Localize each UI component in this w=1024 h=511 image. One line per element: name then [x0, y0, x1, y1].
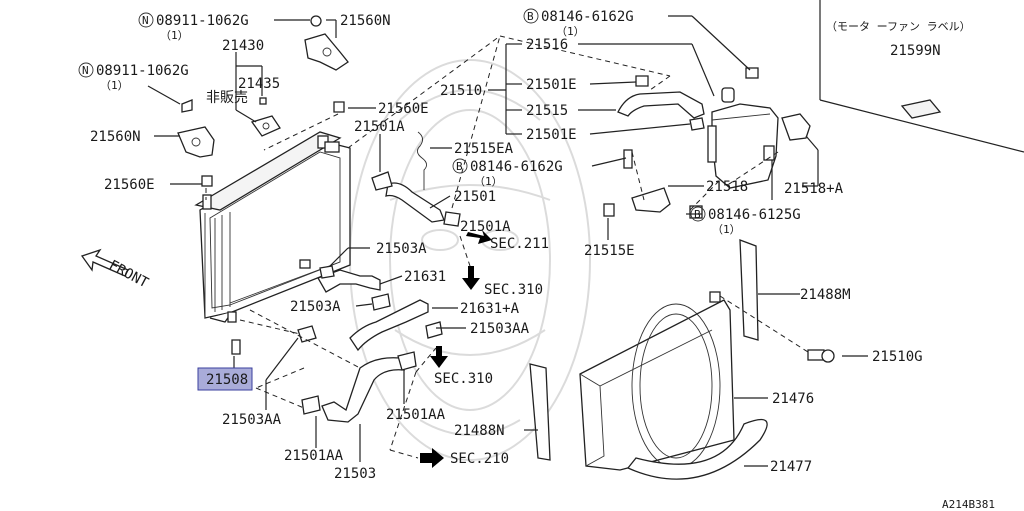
- mount-upper: [304, 15, 349, 113]
- label-clamp-lower-aa: 21501AA: [386, 407, 446, 423]
- label-shroud-lower: 21477: [770, 459, 812, 475]
- label-lower-hose: 21503: [334, 466, 376, 482]
- label-b-bolt-mid-qty: （1）: [474, 175, 503, 188]
- label-clamp-aa-lower: 21503AA: [222, 412, 282, 428]
- label-b-bolt-right-qty: （1）: [712, 223, 741, 236]
- dashed-reference-lines: [205, 35, 809, 459]
- label-mount-upper: 21560N: [340, 13, 391, 29]
- seal-21488N: [529, 363, 551, 461]
- label-grommet-upper: 21560E: [378, 101, 429, 117]
- label-grommet-left: 21560E: [104, 177, 155, 193]
- circled-b-right: B: [694, 208, 701, 221]
- label-sec-211: SEC.211: [490, 236, 549, 252]
- label-sec-210: SEC.210: [450, 451, 509, 467]
- label-n-bolt-left-qty: （1）: [100, 79, 129, 92]
- label-bracket: 21430: [222, 38, 264, 54]
- lower-hose: [301, 351, 417, 423]
- circled-n-left: N: [82, 64, 89, 77]
- label-clamp-upper: 21501A: [354, 119, 405, 135]
- hose-clip-21515EA: [417, 131, 427, 190]
- mount-left: [177, 99, 215, 187]
- label-diagram-code: A214B381: [942, 498, 995, 511]
- upper-hose: [371, 171, 461, 227]
- label-clamp-oil-2: 21503A: [290, 299, 341, 315]
- drain-cock-highlight: [197, 367, 253, 391]
- fan-shroud-lower: [626, 419, 768, 480]
- label-res-tank: 21516: [526, 37, 568, 53]
- label-clamp-res-top: 21501E: [526, 77, 577, 93]
- label-sec-310-a: SEC.310: [484, 282, 543, 298]
- label-oil-hose-a: 21631+A: [460, 301, 520, 317]
- label-not-sold: 非販売: [206, 90, 248, 106]
- radiator-core: [194, 131, 351, 323]
- label-res-bracket-a: 21518+A: [784, 181, 844, 197]
- label-clamp-upper-2: 21501A: [460, 219, 511, 235]
- shroud-bolt: [807, 349, 835, 363]
- label-clamp-oil: 21503A: [376, 241, 427, 257]
- label-res-cap: 21515E: [584, 243, 635, 259]
- label-clamp-res-bottom: 21501E: [526, 127, 577, 143]
- oil-hose-21631: [317, 265, 381, 293]
- reservoir-bracket: [603, 149, 671, 217]
- label-shroud: 21476: [772, 391, 814, 407]
- oil-hose-21631A: [349, 293, 443, 352]
- seal-21488M: [739, 239, 759, 341]
- reservoir-tank: [707, 87, 779, 189]
- label-b-bolt-top: 08146-6162G: [541, 9, 634, 25]
- bolt-top-right: [745, 67, 759, 79]
- label-seal-right: 21488M: [800, 287, 851, 303]
- label-b-bolt-top-qty: （1）: [556, 25, 585, 38]
- front-direction-arrow: [80, 248, 129, 277]
- label-hose-clip: 21515EA: [454, 141, 514, 157]
- label-b-bolt-right: 08146-6125G: [708, 207, 801, 223]
- label-label-part: 21599N: [890, 43, 941, 59]
- circled-b-top: B: [527, 10, 534, 23]
- label-motor-fan-note: （モータ ーファン ラベル）: [826, 20, 971, 33]
- label-clamp-lower-aa-2: 21501AA: [284, 448, 344, 464]
- label-n-bolt-left: 08911-1062G: [96, 63, 189, 79]
- label-drain-cock: 21508: [206, 372, 248, 388]
- lower-hose-clamps: [231, 325, 317, 355]
- label-seal-mid: 21488N: [454, 423, 505, 439]
- label-mount-left: 21560N: [90, 129, 141, 145]
- label-sec-310-b: SEC.310: [434, 371, 493, 387]
- arrow-sec310-a: [462, 266, 480, 290]
- part-labels: 08911-1062G （1） 21560N 21430 21435 非販売 0…: [90, 9, 995, 511]
- arrow-sec211: [466, 230, 492, 244]
- watermark-emblem: [349, 59, 591, 461]
- reservoir-hose: [617, 75, 705, 131]
- leader-lines: [147, 0, 1024, 467]
- label-part-21599N: [900, 99, 942, 119]
- label-res-bracket: 21518: [706, 179, 748, 195]
- arrow-sec310-b: [430, 346, 448, 368]
- label-res-hose: 21515: [526, 103, 568, 119]
- arrow-sec210: [420, 448, 444, 468]
- label-b-bolt-mid: 08146-6162G: [470, 159, 563, 175]
- label-bracket-part: 21435: [238, 76, 280, 92]
- label-oil-hose: 21631: [404, 269, 446, 285]
- circled-letters: N N B B B: [78, 8, 706, 222]
- label-res-tank-set: 21510: [440, 83, 482, 99]
- label-clamp-aa: 21503AA: [470, 321, 530, 337]
- fan-shroud: [579, 291, 735, 471]
- circled-b-mid: B: [456, 160, 463, 173]
- label-n-bolt-top: 08911-1062G: [156, 13, 249, 29]
- label-shroud-bolt: 21510G: [872, 349, 923, 365]
- label-upper-hose: 21501: [454, 189, 496, 205]
- bracket-21435: [250, 97, 281, 137]
- front-label: FRONT: [106, 257, 151, 291]
- circled-n-top: N: [142, 14, 149, 27]
- label-n-bolt-top-qty: （1）: [160, 29, 189, 42]
